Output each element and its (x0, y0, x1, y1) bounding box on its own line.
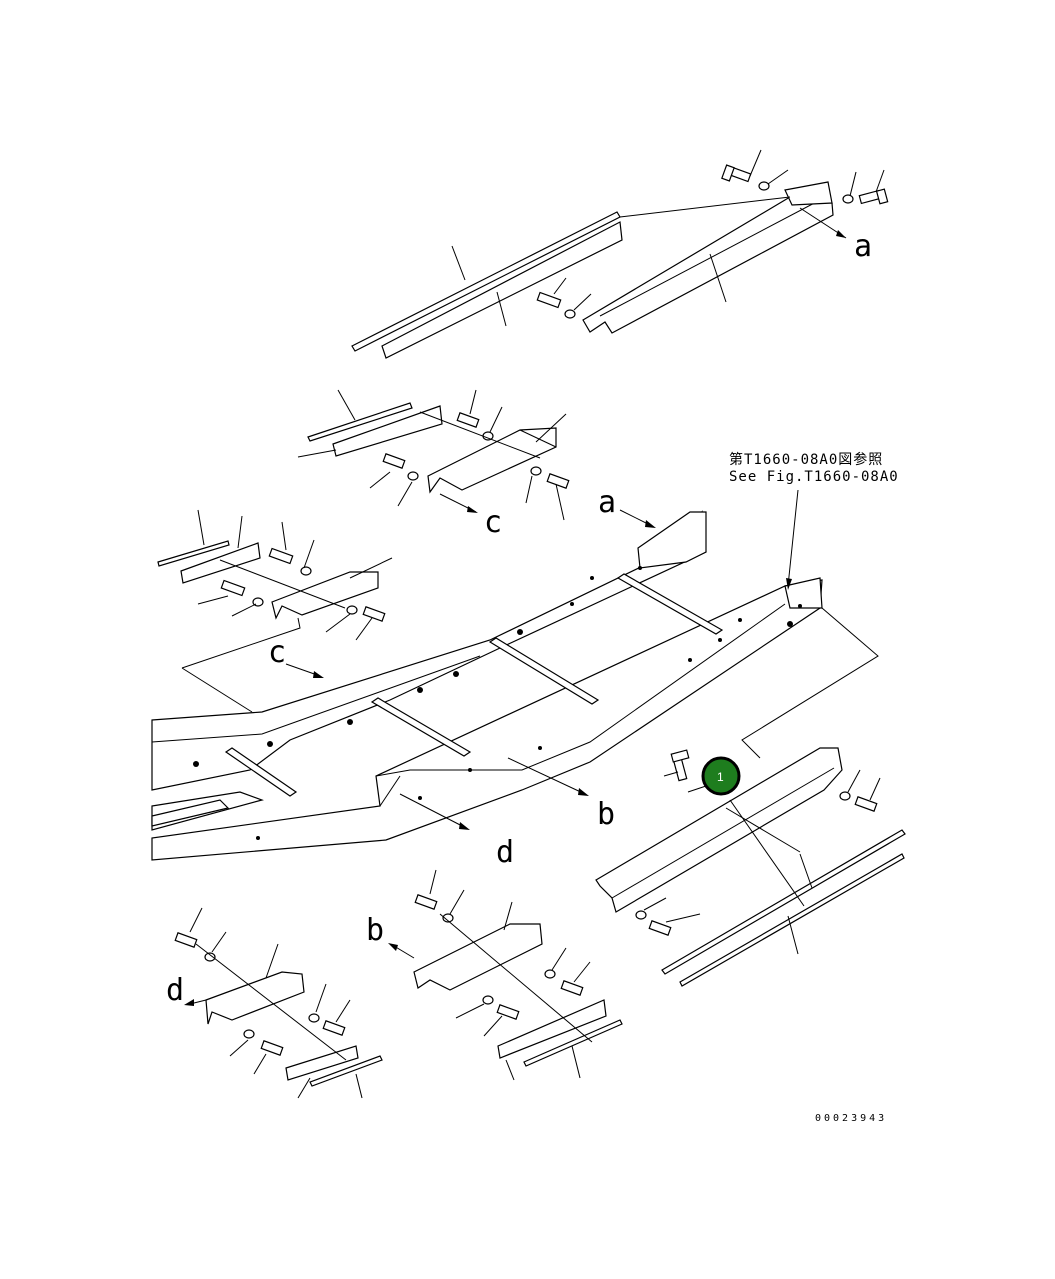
left-rail (151, 510, 707, 791)
reference-note-jp: 第T1660-08A0図参照 (729, 451, 883, 468)
view-label-b-frame: b (597, 797, 615, 832)
top-strip-plate (381, 221, 623, 359)
view-label-a-frame: a (598, 485, 616, 520)
callout-1[interactable]: 1 (701, 756, 741, 796)
top-bolts (536, 164, 889, 319)
view-label-c-upper: c (484, 505, 502, 540)
top-assembly (351, 149, 889, 359)
left-upper-assembly (157, 509, 393, 641)
lower-middle-assembly (388, 869, 623, 1081)
cross-member-2 (370, 697, 472, 757)
drawing-number: 00023943 (815, 1113, 887, 1124)
lower-left-assembly (174, 907, 383, 1099)
bracket-c (427, 427, 557, 494)
reference-note-en: See Fig.T1660-08A0 (729, 469, 899, 485)
upper-left-assembly (297, 389, 570, 521)
main-frame (151, 489, 879, 861)
view-label-d-frame: d (496, 835, 514, 870)
cross-member-1 (224, 747, 298, 797)
strip-c-thin (307, 402, 413, 442)
top-strip-thin (351, 211, 621, 352)
view-label-c-frame: c (268, 635, 286, 670)
cross-member-3 (488, 637, 600, 705)
strip-c-plate (332, 405, 443, 457)
right-assembly (595, 747, 906, 987)
cross-member-4 (616, 573, 724, 635)
view-label-b-lower: b (366, 913, 384, 948)
view-label-a-upper: a (854, 229, 872, 264)
callout-1-label[interactable]: 1 (717, 770, 724, 784)
callout-1-marker[interactable] (701, 756, 741, 796)
view-label-d-lower: d (166, 973, 184, 1008)
